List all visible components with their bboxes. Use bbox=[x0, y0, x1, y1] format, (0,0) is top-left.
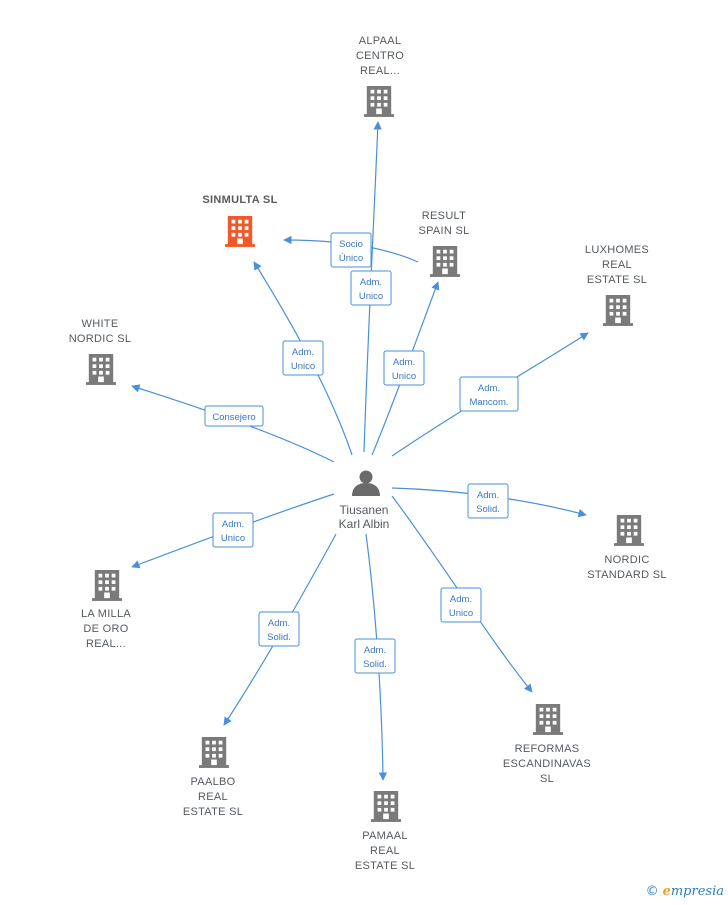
company-name-line: STANDARD SL bbox=[587, 569, 667, 581]
company-name-line: LUXHOMES bbox=[585, 244, 649, 256]
edge-label-text: Único bbox=[339, 253, 363, 264]
edge-label-box bbox=[467, 483, 509, 519]
edge-label-box bbox=[350, 270, 392, 306]
building-icon bbox=[603, 295, 633, 326]
building-icon bbox=[371, 791, 401, 822]
edge-label-text: Unico bbox=[392, 371, 416, 382]
edge-label-box bbox=[204, 405, 264, 427]
edge-label-text: Unico bbox=[291, 361, 315, 372]
edge-label-nordic: Adm. Solid. bbox=[467, 483, 509, 519]
building-icon bbox=[92, 570, 122, 601]
edge-label-result: Adm. Unico bbox=[383, 350, 425, 386]
empresia-logo: ©empresia bbox=[645, 884, 724, 899]
company-name-line: ESCANDINAVAS bbox=[503, 758, 591, 770]
edge-label-text: Adm. bbox=[450, 594, 472, 605]
edge-label-box bbox=[383, 350, 425, 386]
edge-label-text: Unico bbox=[359, 291, 383, 302]
edge-label-text: Socio bbox=[339, 239, 363, 250]
edge-label-text: Solid. bbox=[363, 659, 387, 670]
center-person[interactable]: Tiusanen Karl Albin bbox=[339, 470, 390, 532]
edge-label-pamaal: Adm. Solid. bbox=[354, 638, 396, 674]
edge-label-text: Adm. bbox=[360, 277, 382, 288]
edge-label-text: Adm. bbox=[393, 357, 415, 368]
node-white[interactable]: WHITE NORDIC SL bbox=[69, 318, 132, 385]
node-alpaal[interactable]: ALPAAL CENTRO REAL... bbox=[356, 35, 404, 117]
edge-label-text: Consejero bbox=[212, 412, 255, 423]
edge-label-text: Unico bbox=[221, 533, 245, 544]
company-name-line: REFORMAS bbox=[515, 743, 580, 755]
person-icon bbox=[352, 470, 380, 496]
edge-label-text: Solid. bbox=[476, 504, 500, 515]
edge-label-text: Mancom. bbox=[469, 397, 508, 408]
building-icon bbox=[86, 354, 116, 385]
edge-label-box bbox=[282, 340, 324, 376]
person-name-line-1: Tiusanen bbox=[340, 503, 389, 517]
company-name-line: NORDIC SL bbox=[69, 333, 132, 345]
company-name-line: ALPAAL bbox=[359, 35, 402, 47]
edge-label-text: Adm. bbox=[268, 618, 290, 629]
company-name-line: ESTATE SL bbox=[183, 806, 243, 818]
person-name-line-2: Karl Albin bbox=[339, 517, 390, 531]
building-icon bbox=[225, 216, 255, 247]
node-result[interactable]: RESULT SPAIN SL bbox=[418, 210, 469, 277]
edge-label-sinmulta: Adm. Unico bbox=[282, 340, 324, 376]
company-name-line: PAMAAL bbox=[362, 830, 408, 842]
company-name-line: REAL bbox=[370, 845, 400, 857]
company-name-line: LA MILLA bbox=[81, 608, 131, 620]
company-name-line: REAL bbox=[602, 259, 632, 271]
node-lamilla[interactable]: LA MILLA DE ORO REAL... bbox=[81, 570, 131, 650]
edge-label-lamilla: Adm. Unico bbox=[212, 512, 254, 548]
company-name-line: REAL... bbox=[360, 65, 400, 77]
edge-label-text: Adm. bbox=[222, 519, 244, 530]
edge-label-box bbox=[258, 611, 300, 647]
building-icon bbox=[430, 246, 460, 277]
node-reformas[interactable]: REFORMAS ESCANDINAVAS SL bbox=[503, 704, 591, 785]
company-name-line: NORDIC bbox=[604, 554, 649, 566]
company-name-line: WHITE bbox=[82, 318, 119, 330]
edge-label-text: Adm. bbox=[292, 347, 314, 358]
edge-label-box bbox=[459, 376, 519, 412]
edge-label-paalbo: Adm. Solid. bbox=[258, 611, 300, 647]
company-name-line: SPAIN SL bbox=[418, 225, 469, 237]
building-icon bbox=[364, 86, 394, 117]
company-name-line: SINMULTA SL bbox=[202, 194, 277, 206]
edge-label-box bbox=[354, 638, 396, 674]
edge-label-text: Unico bbox=[449, 608, 473, 619]
edge-label-luxhomes: Adm. Mancom. bbox=[459, 376, 519, 412]
company-name-line: DE ORO bbox=[83, 623, 128, 635]
building-icon bbox=[533, 704, 563, 735]
company-name-line: SL bbox=[540, 773, 554, 785]
company-name-line: RESULT bbox=[422, 210, 466, 222]
company-name-line: ESTATE SL bbox=[355, 860, 415, 872]
edge-label-text: Solid. bbox=[267, 632, 291, 643]
edge-label-reformas: Adm. Unico bbox=[440, 587, 482, 623]
building-icon bbox=[199, 737, 229, 768]
company-name-line: ESTATE SL bbox=[587, 274, 647, 286]
node-sinmulta[interactable]: SINMULTA SL bbox=[202, 194, 277, 247]
edge-label-box bbox=[212, 512, 254, 548]
edge-label-box bbox=[440, 587, 482, 623]
edge-label-white: Consejero bbox=[204, 405, 264, 427]
edge-label-alpaal: Adm. Unico bbox=[350, 270, 392, 306]
edge-label-text: Adm. bbox=[478, 383, 500, 394]
building-icon bbox=[614, 515, 644, 546]
node-nordic[interactable]: NORDIC STANDARD SL bbox=[587, 515, 667, 581]
company-name-line: PAALBO bbox=[190, 776, 235, 788]
node-luxhomes[interactable]: LUXHOMES REAL ESTATE SL bbox=[585, 244, 649, 326]
node-pamaal[interactable]: PAMAAL REAL ESTATE SL bbox=[355, 791, 415, 872]
edge-label-text: Adm. bbox=[364, 645, 386, 656]
copyright-icon: © bbox=[645, 884, 659, 899]
company-name-line: REAL... bbox=[86, 638, 126, 650]
node-paalbo[interactable]: PAALBO REAL ESTATE SL bbox=[183, 737, 243, 818]
company-name-line: CENTRO bbox=[356, 50, 404, 62]
edge-label-text: Adm. bbox=[477, 490, 499, 501]
company-name-line: REAL bbox=[198, 791, 228, 803]
edge-label-box bbox=[330, 232, 372, 268]
